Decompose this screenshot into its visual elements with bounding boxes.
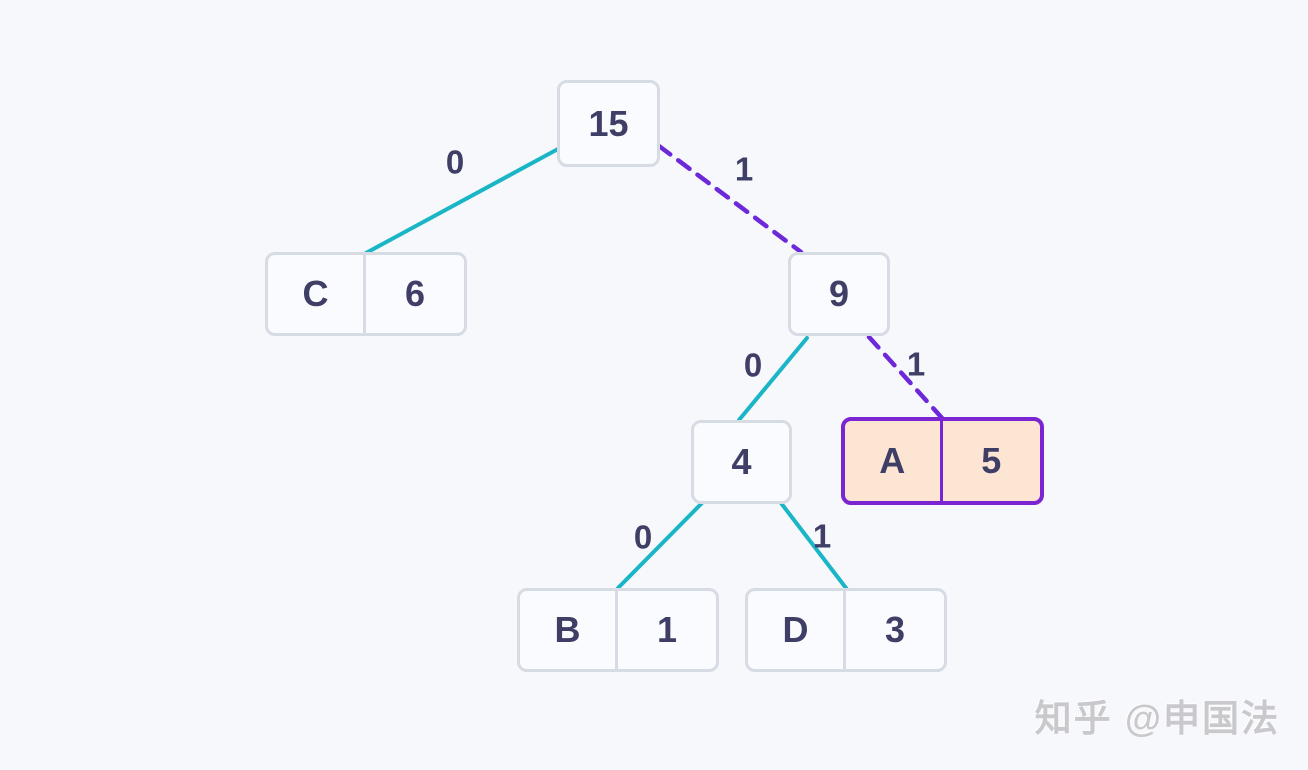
- tree-leaf-c: C 6: [265, 252, 467, 336]
- edge-label-node4-right: 1: [812, 517, 832, 555]
- tree-leaf-b: B 1: [517, 588, 719, 672]
- tree-node-internal-9: 9: [788, 252, 890, 336]
- edge-node-9-to-node-4: [737, 336, 809, 422]
- leaf-symbol: D: [748, 591, 846, 669]
- edge-root-to-node-9: [656, 143, 804, 255]
- edge-label-root-right: 1: [734, 150, 754, 188]
- edge-label-node4-left: 0: [633, 518, 653, 556]
- node-value: 9: [828, 273, 850, 314]
- leaf-weight: 6: [404, 273, 426, 314]
- edge-label-node9-right: 1: [906, 345, 926, 383]
- leaf-symbol: B: [520, 591, 618, 669]
- edge-node-4-to-leaf-b: [616, 501, 704, 590]
- leaf-symbol: A: [845, 421, 943, 501]
- leaf-symbol: C: [268, 255, 366, 333]
- edge-node-9-to-leaf-a: [866, 334, 945, 421]
- zhihu-watermark: 知乎 @申国法: [1034, 698, 1280, 739]
- node-value: 15: [588, 102, 629, 144]
- leaf-weight: 1: [656, 609, 678, 650]
- edge-label-root-left: 0: [445, 143, 465, 181]
- leaf-weight: 3: [884, 609, 906, 650]
- tree-leaf-d: D 3: [745, 588, 947, 672]
- node-value: 4: [731, 441, 752, 482]
- edge-root-to-leaf-c: [364, 147, 560, 255]
- edge-label-node9-left: 0: [743, 346, 763, 384]
- tree-leaf-a-highlighted: A 5: [841, 417, 1044, 505]
- leaf-weight: 5: [981, 440, 1002, 481]
- tree-node-root-15: 15: [557, 80, 660, 167]
- edge-node-4-to-leaf-d: [779, 501, 848, 590]
- tree-node-internal-4: 4: [691, 420, 792, 504]
